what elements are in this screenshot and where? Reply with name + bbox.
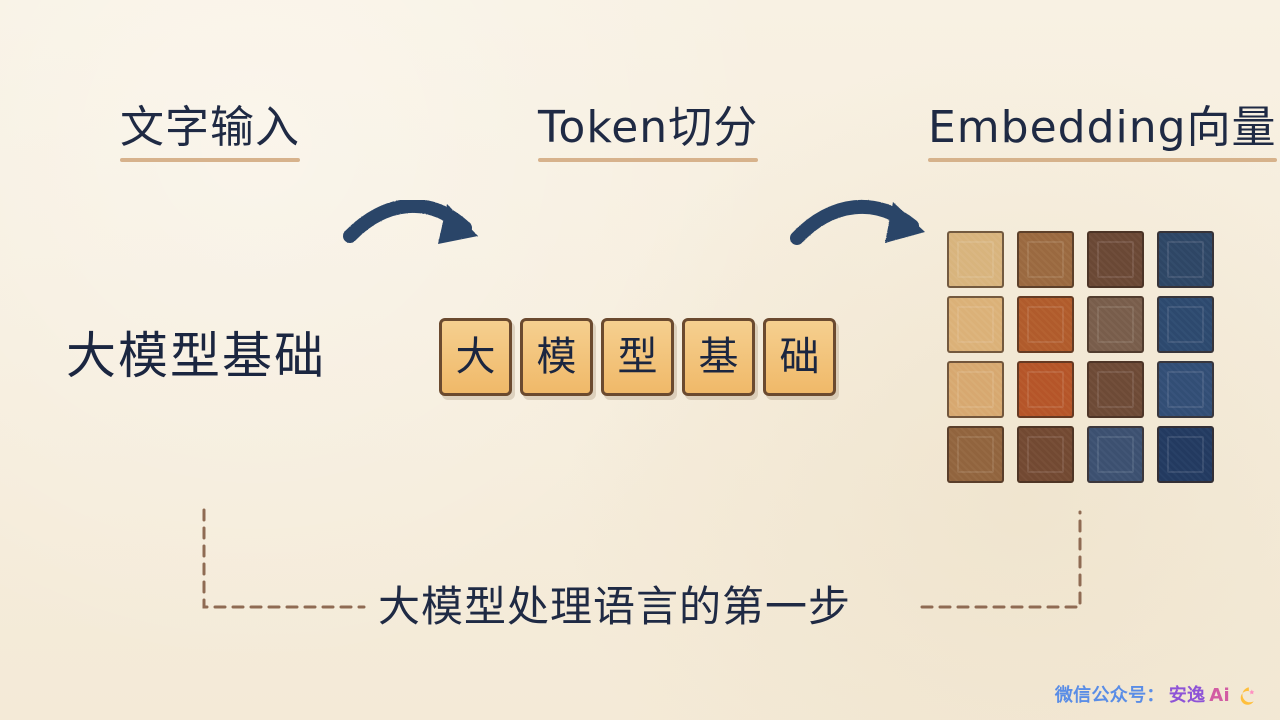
embedding-cell-r4-c4 — [1157, 426, 1214, 483]
embedding-cell-r3-c4 — [1157, 361, 1214, 418]
embedding-cell-r2-c3 — [1087, 296, 1144, 353]
input-text: 大模型基础 — [66, 327, 326, 385]
embedding-cell-r1-c2 — [1017, 231, 1074, 288]
arrow-right — [790, 199, 925, 245]
token-4: 基 — [682, 318, 755, 396]
moon-star-icon — [1240, 687, 1255, 705]
embedding-cell-r1-c3 — [1087, 231, 1144, 288]
embedding-cell-r3-c2 — [1017, 361, 1074, 418]
watermark-brand: 安逸 — [1168, 684, 1206, 706]
token-row: 大 模 型 基 础 — [439, 318, 844, 402]
embedding-cell-r4-c2 — [1017, 426, 1074, 483]
embedding-cell-r4-c1 — [947, 426, 1004, 483]
embedding-cell-r2-c4 — [1157, 296, 1214, 353]
embedding-cell-r3-c3 — [1087, 361, 1144, 418]
watermark-ai: Ai — [1209, 684, 1230, 706]
caption-bracket-left — [202, 508, 366, 609]
embedding-grid — [947, 231, 1214, 483]
watermark: 微信公众号： 安逸 Ai — [1055, 684, 1257, 707]
embedding-cell-r2-c2 — [1017, 296, 1074, 353]
embedding-cell-r3-c1 — [947, 361, 1004, 418]
embedding-cell-r1-c4 — [1157, 231, 1214, 288]
token-5: 础 — [763, 318, 836, 396]
watermark-label: 微信公众号： — [1054, 684, 1165, 706]
arrow-left — [343, 199, 478, 244]
label-embedding-vector: Embedding向量 — [928, 102, 1277, 162]
caption-first-step: 大模型处理语言的第一步 — [378, 582, 852, 631]
label-token-split: Token切分 — [538, 102, 759, 162]
caption-bracket-right — [920, 510, 1082, 609]
token-1: 大 — [439, 318, 512, 396]
token-3: 型 — [601, 318, 674, 396]
embedding-cell-r1-c1 — [947, 231, 1004, 288]
embedding-cell-r2-c1 — [947, 296, 1004, 353]
token-2: 模 — [520, 318, 593, 396]
embedding-cell-r4-c3 — [1087, 426, 1144, 483]
label-text-input: 文字输入 — [120, 102, 300, 162]
